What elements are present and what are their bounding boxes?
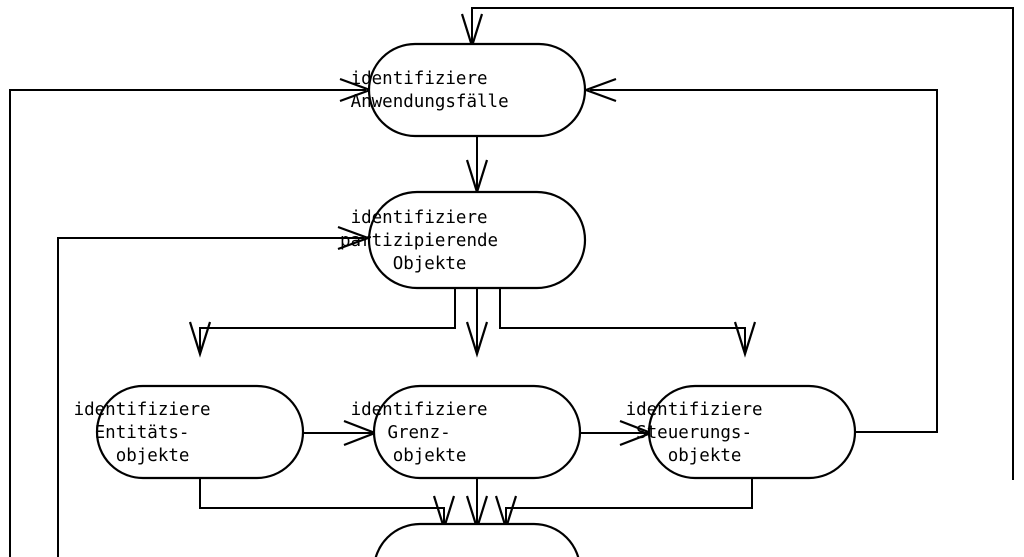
node-partizipierende-objekte-line-0: identifiziere — [351, 208, 488, 228]
edge-partizipierende-stem-right — [499, 288, 746, 352]
node-steuerungsobjekte-line-2: objekte — [668, 446, 742, 466]
node-steuerungsobjekte-line-0: identifiziere — [626, 400, 763, 420]
node-grenzobjekte-shape — [372, 384, 582, 480]
arrowhead-into-steuerungsobjekte — [733, 321, 757, 358]
edge-layer — [9, 7, 1014, 557]
node-entitaetsobjekte[interactable]: identifiziere Entitäts- objekte — [74, 384, 327, 480]
node-steuerungsobjekte[interactable]: identifiziere Steuerungs- objekte — [626, 384, 879, 480]
node-anwendungsfaelle-shape — [367, 42, 587, 138]
node-entitaetsobjekte-label: identifiziere Entitäts- objekte — [74, 400, 327, 466]
node-entitaetsobjekte-line-1: Entitäts- — [95, 423, 190, 443]
node-steuerungsobjekte-label: identifiziere Steuerungs- objekte — [626, 400, 879, 466]
arrowhead-into-grenzobjekte — [465, 321, 489, 358]
edge-left-loop-into-partizipierende — [57, 237, 364, 557]
node-layer: identifiziere Anwendungsfälle identifizi… — [74, 42, 879, 557]
edge-steuerungs-to-anwendungsfaelle — [590, 89, 938, 433]
node-entitaetsobjekte-shape — [95, 384, 305, 480]
edge-partizipierende-stem-left — [199, 288, 456, 352]
node-grenzobjekte-line-1: Grenz- — [387, 423, 450, 443]
edge-left-loop-into-anwendungsfaelle — [9, 89, 366, 557]
node-grenzobjekte-line-2: objekte — [393, 446, 467, 466]
arrowhead-into-entitaetsobjekte — [188, 321, 212, 358]
node-entitaetsobjekte-line-2: objekte — [116, 446, 190, 466]
node-entitaetsobjekte-line-0: identifiziere — [74, 400, 211, 420]
node-anwendungsfaelle[interactable]: identifiziere Anwendungsfälle — [351, 42, 604, 138]
node-grenzobjekte[interactable]: identifiziere Grenz- objekte — [351, 384, 604, 480]
node-partizipierende-objekte-line-1: partizipierende — [340, 231, 498, 251]
edge-entitaets-to-bottom — [199, 478, 445, 524]
node-bottom-partial[interactable] — [374, 522, 580, 557]
edge-top-loop-into-anwendungsfaelle — [471, 7, 1014, 480]
node-partizipierende-objekte[interactable]: identifiziere partizipierende Objekte — [340, 190, 614, 290]
node-anwendungsfaelle-label: identifiziere Anwendungsfälle — [351, 69, 604, 112]
node-bottom-partial-shape — [374, 522, 580, 557]
node-steuerungsobjekte-line-1: Steuerungs- — [636, 423, 752, 443]
edge-steuerungs-to-bottom — [505, 478, 753, 524]
node-grenzobjekte-line-0: identifiziere — [351, 400, 488, 420]
node-partizipierende-objekte-label: identifiziere partizipierende Objekte — [340, 208, 614, 274]
node-partizipierende-objekte-shape — [367, 190, 587, 290]
node-anwendungsfaelle-line-0: identifiziere — [351, 69, 488, 89]
node-anwendungsfaelle-line-1: Anwendungsfälle — [351, 92, 509, 112]
node-grenzobjekte-label: identifiziere Grenz- objekte — [351, 400, 604, 466]
node-partizipierende-objekte-line-2: Objekte — [393, 254, 467, 274]
node-steuerungsobjekte-shape — [647, 384, 857, 480]
